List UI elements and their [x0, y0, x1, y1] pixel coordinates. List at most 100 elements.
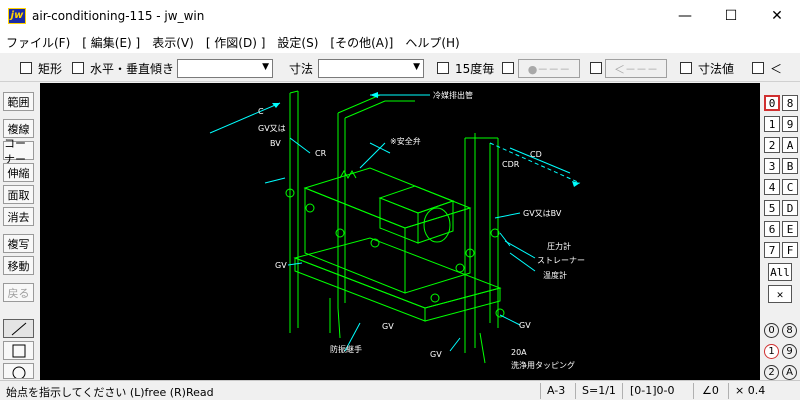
layer-4-button[interactable]: 4 [764, 179, 780, 195]
menu-view[interactable]: 表示(V) [152, 35, 194, 50]
layer-9-button[interactable]: 9 [782, 116, 798, 132]
menu-draw[interactable]: [ 作図(D) ] [205, 35, 266, 50]
layer-e-button[interactable]: E [782, 221, 798, 237]
status-bar: 始点を指示してください (L)free (R)Read A-3 S=1/1 [0… [0, 380, 800, 400]
dim-line-cd [489, 142, 581, 184]
status-zoom[interactable]: × 0.4 [735, 384, 766, 397]
layer-1-button[interactable]: 1 [764, 116, 780, 132]
title-bar[interactable]: jw air-conditioning-115 - jw_win — ☐ ✕ [0, 0, 800, 31]
arrow-line-check-box[interactable] [590, 62, 602, 74]
layer-a-button[interactable]: A [782, 137, 798, 153]
group-a-button[interactable]: A [782, 365, 797, 380]
label-pressure-gauge: 圧力計 [547, 242, 571, 251]
valve-6 [490, 228, 500, 238]
step15-check-box[interactable] [437, 62, 449, 74]
menu-edit[interactable]: [ 編集(E) ] [82, 35, 141, 50]
dot-line-check-box[interactable] [502, 62, 514, 74]
tilt-label: 傾き [150, 61, 175, 76]
tilt-combobox[interactable]: ▼ [177, 59, 273, 78]
layer-b-button[interactable]: B [782, 158, 798, 174]
layer-2-button[interactable]: 2 [764, 137, 780, 153]
range-button[interactable]: 範囲 [3, 92, 34, 111]
layer-6-button[interactable]: 6 [764, 221, 780, 237]
arrow-cd [572, 181, 580, 187]
layer-5-button[interactable]: 5 [764, 200, 780, 216]
lt-check-box[interactable] [752, 62, 764, 74]
move-button[interactable]: 移動 [3, 256, 34, 275]
group-8-button[interactable]: 8 [782, 323, 797, 338]
layer-0-button[interactable]: 0 [764, 95, 780, 111]
dot-line-checkbox[interactable] [502, 60, 520, 76]
label-gv-bottom: GV [430, 350, 442, 359]
layer-all-button[interactable]: All [768, 263, 792, 281]
menu-other[interactable]: [その他(A)] [330, 35, 394, 50]
stretch-button[interactable]: 伸縮 [3, 163, 34, 182]
layer-x-button[interactable]: ✕ [768, 285, 792, 303]
tilt-dropdown-arrow-icon[interactable]: ▼ [262, 62, 269, 72]
pipe-top-2 [344, 100, 415, 119]
close-button[interactable]: ✕ [771, 7, 783, 24]
label-strainer: ストレーナー [537, 256, 585, 265]
dim-value-checkbox[interactable]: 寸法値 [680, 60, 734, 76]
status-paper-size[interactable]: A-3 [547, 384, 566, 397]
arrow-line-checkbox[interactable] [590, 60, 608, 76]
valve-5 [465, 248, 475, 258]
copy-button[interactable]: 複写 [3, 234, 34, 253]
group-9-button[interactable]: 9 [782, 344, 797, 359]
label-bv-1: BV [270, 139, 281, 148]
horiz-vert-checkbox[interactable]: 水平・垂直 [72, 60, 150, 76]
menu-file[interactable]: ファイル(F) [6, 35, 71, 50]
minimize-button[interactable]: — [678, 7, 692, 24]
dot-line-button[interactable]: ●－－－ [518, 59, 580, 78]
leg-2 [337, 307, 341, 339]
status-layer[interactable]: [0-1]0-0 [630, 384, 675, 397]
lt-checkbox[interactable]: ＜ [752, 60, 782, 76]
lt-label: ＜ [770, 61, 783, 76]
rect-checkbox[interactable]: 矩形 [20, 60, 62, 76]
line-tool-icon [11, 322, 26, 335]
rect-check-box[interactable] [20, 62, 32, 74]
valve-2 [305, 203, 315, 213]
dim-combobox[interactable]: ▼ [318, 59, 424, 78]
leader-thermo [509, 252, 536, 272]
label-gv-bv-1: GV又は [258, 124, 286, 133]
arrow-c [272, 103, 280, 108]
dim-value-check-box[interactable] [680, 62, 692, 74]
cad-drawing [209, 90, 581, 364]
horiz-vert-check-box[interactable] [72, 62, 84, 74]
arrow-cooling [370, 92, 378, 98]
group-2-button[interactable]: 2 [764, 365, 779, 380]
chamfer-button[interactable]: 面取 [3, 185, 34, 204]
maximize-button[interactable]: ☐ [724, 7, 738, 24]
leader-gv-left [287, 262, 303, 266]
undo-button[interactable]: 戻る [3, 283, 34, 302]
group-1-button[interactable]: 1 [764, 344, 779, 359]
dim-dropdown-arrow-icon[interactable]: ▼ [413, 62, 420, 72]
arrow-line-button[interactable]: ＜－－－ [605, 59, 667, 78]
circle-tool-button[interactable] [3, 363, 34, 379]
erase-button[interactable]: 消去 [3, 207, 34, 226]
dim-value-label: 寸法値 [698, 61, 735, 76]
leader-left [264, 177, 286, 184]
drawing-canvas[interactable]: C 冷媒排出管 GV又は BV CR ※安全弁 CD CDR GV又はBV 圧力… [40, 83, 760, 380]
label-thermometer: 温度計 [543, 271, 567, 280]
layer-f-button[interactable]: F [782, 242, 798, 258]
menu-help[interactable]: ヘルプ(H) [405, 35, 460, 50]
left-tool-panel: 範囲 複線 コーナー 伸縮 面取 消去 複写 移動 戻る [0, 83, 40, 380]
step15-checkbox[interactable]: 15度毎 [437, 60, 494, 76]
layer-d-button[interactable]: D [782, 200, 798, 216]
layer-3-button[interactable]: 3 [764, 158, 780, 174]
layer-7-button[interactable]: 7 [764, 242, 780, 258]
offset-line-button[interactable]: 複線 [3, 119, 34, 138]
group-0-button[interactable]: 0 [764, 323, 779, 338]
rect-tool-button[interactable] [3, 341, 34, 360]
line-tool-button[interactable] [3, 319, 34, 338]
corner-button[interactable]: コーナー [3, 137, 34, 166]
status-angle[interactable]: ∠0 [702, 384, 719, 397]
layer-c-button[interactable]: C [782, 179, 798, 195]
status-scale[interactable]: S=1/1 [582, 384, 616, 397]
label-antivibration-joint: 防振継手 [330, 345, 362, 354]
status-separator [540, 383, 541, 399]
layer-8-button[interactable]: 8 [782, 95, 798, 111]
menu-settings[interactable]: 設定(S) [277, 35, 319, 50]
